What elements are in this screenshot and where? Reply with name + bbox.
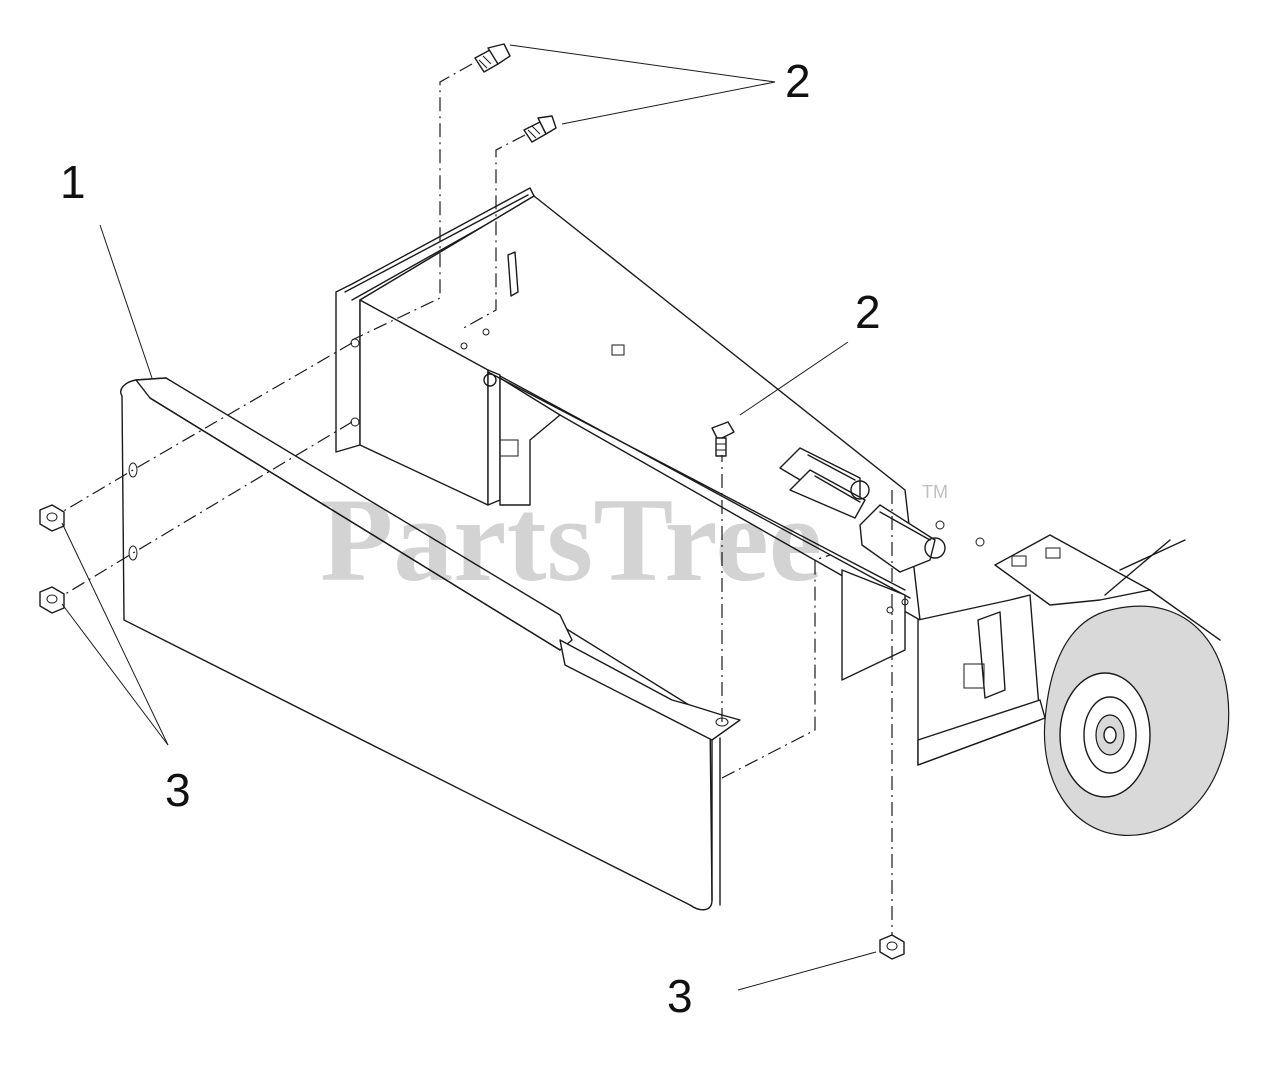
- leader-lines: [61, 44, 877, 991]
- bolt-middle: [711, 421, 735, 457]
- callout-1: 1: [60, 156, 86, 208]
- caster-wheel: [1043, 605, 1230, 836]
- watermark: PartsTree TM: [320, 473, 948, 606]
- watermark-text: PartsTree: [320, 473, 822, 606]
- watermark-trademark: TM: [922, 482, 948, 502]
- callout-2-top: 2: [785, 55, 811, 107]
- nut-bottom: [879, 934, 905, 960]
- callout-2-middle: 2: [855, 286, 881, 338]
- bolt-top-2: [523, 115, 557, 143]
- alignment-lines: [61, 63, 893, 935]
- part-1-shield: [120, 377, 741, 911]
- callout-3-bottom: 3: [667, 970, 693, 1022]
- nut-left-1: [39, 504, 65, 532]
- hinge: [779, 447, 946, 573]
- callout-3-left: 3: [165, 764, 191, 816]
- nut-left-2: [39, 586, 65, 614]
- bolt-top-1: [474, 43, 511, 73]
- right-frame: [841, 520, 1221, 766]
